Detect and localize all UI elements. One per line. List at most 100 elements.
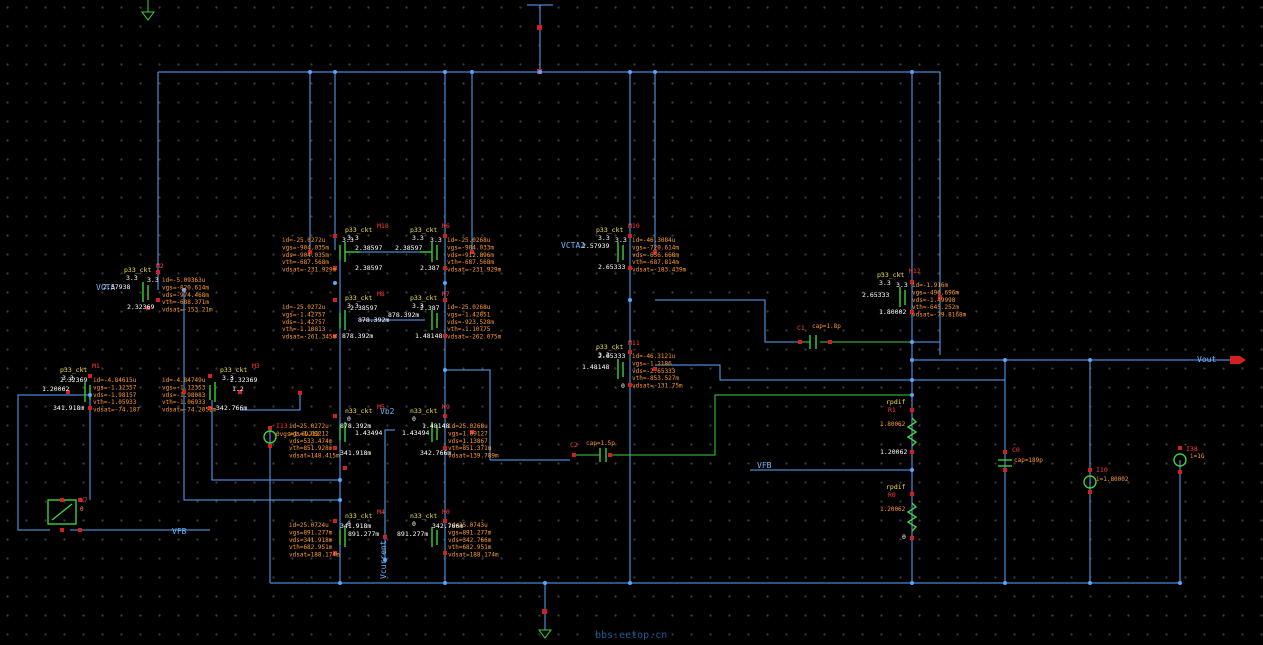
net-label-vfb-right: VFB <box>757 461 772 470</box>
node-voltage-2: 3.3 <box>430 236 442 244</box>
node-voltage-1: 1.20062 <box>42 385 69 393</box>
pin-dot <box>333 551 337 555</box>
pin-dot <box>653 367 657 371</box>
device-model-label: p33_ckt <box>596 343 623 351</box>
device-param-3: vth=682.951m <box>289 544 333 551</box>
component-value-label: 0vgs=1.09212 <box>276 431 320 438</box>
node-voltage-2: 3.3 <box>896 281 908 289</box>
wire-junction <box>443 70 447 74</box>
device-param-0: id=-4.84615u <box>93 377 137 384</box>
pin-dot <box>443 234 447 238</box>
device-param-3: vth=-645.252m <box>912 304 959 311</box>
device-model-label: p33_ckt <box>60 366 87 374</box>
device-param-4: vdsat=-74.2052m <box>162 407 217 414</box>
wire-junction <box>910 393 914 397</box>
component-name-label: I13 <box>276 422 288 430</box>
device-param-3: vth=-853.527m <box>632 375 679 382</box>
wire-junction <box>910 70 914 74</box>
device-param-3: vth=851.928m <box>289 445 333 452</box>
node-voltage-0: 2.65333 <box>862 291 889 299</box>
device-model-label: n33_ckt <box>410 512 437 520</box>
device-width-label: 3.3 <box>222 374 234 382</box>
node-voltage-2: 2.32369 <box>127 303 154 311</box>
component-name-label: I38 <box>1186 445 1198 453</box>
gnd-supply[interactable] <box>538 583 552 639</box>
device-name-label: M1 <box>92 362 100 370</box>
pin-dot <box>443 298 447 302</box>
device-name-label: M12 <box>909 267 921 275</box>
component-value-label: 1.80062 <box>880 421 906 428</box>
pin-dot <box>910 280 914 284</box>
node-voltage-0: 2.38597 <box>395 244 422 252</box>
pin-dot <box>268 426 272 430</box>
pin-dot <box>608 453 612 457</box>
device-param-1: vgs=-496.696m <box>912 289 959 296</box>
pin-dot <box>938 295 942 299</box>
wire-junction <box>308 70 312 74</box>
device-param-4: vdsat=139.789m <box>448 453 499 460</box>
device-param-0: id=-25.0268u <box>447 304 491 311</box>
device-param-2: vds=-656.668m <box>632 252 679 259</box>
pin-dot <box>88 374 92 378</box>
net-label-vout: Vout <box>1197 355 1216 364</box>
device-param-3: vth=-687.814m <box>632 259 679 266</box>
component-value-label: cap=1.5p <box>586 440 615 447</box>
node-voltage-2: 341.918m <box>53 404 84 412</box>
device-param-4: vdsat=-131.75m <box>632 383 683 390</box>
wire-junction <box>182 288 186 292</box>
pin-dot <box>798 340 802 344</box>
component-v7[interactable]: V70 <box>80 496 88 513</box>
component-model-label: rpdif <box>886 483 906 491</box>
pin-dot <box>333 446 337 450</box>
pin-dot <box>156 298 160 302</box>
device-param-1: vgs=891.277m <box>448 529 492 536</box>
wire-junction <box>628 298 632 302</box>
device-model-label: p33_ckt <box>877 271 904 279</box>
device-width-label: 0 <box>347 520 351 528</box>
node-voltage-2: 341.918m <box>340 449 371 457</box>
node-voltage-1: 891.277m <box>348 530 379 538</box>
wire-junction <box>333 281 337 285</box>
pin-dot <box>156 270 160 274</box>
wire-junction <box>1088 581 1092 585</box>
pin-dot <box>910 450 914 454</box>
device-name-label: M4 <box>377 508 385 516</box>
wire-junction <box>910 468 914 472</box>
device-param-0: id=25.0272u <box>289 423 329 430</box>
pin-dot <box>910 536 914 540</box>
component-value-label: cap=189p <box>1014 457 1043 464</box>
wire-junction <box>1088 358 1092 362</box>
node-voltage-1: 1.43494 <box>355 429 382 437</box>
device-param-0: id=-4.84749u <box>162 377 206 384</box>
device-name-label: M7 <box>442 290 450 298</box>
vout-pin[interactable] <box>1230 356 1246 364</box>
vdd-supply[interactable] <box>527 4 553 74</box>
net-label-vcurrent: Vcurrent <box>379 540 388 579</box>
pin-dot <box>572 453 576 457</box>
device-param-3: vth=-687.568m <box>282 259 329 266</box>
node-voltage-0: 2.387 <box>420 304 440 312</box>
